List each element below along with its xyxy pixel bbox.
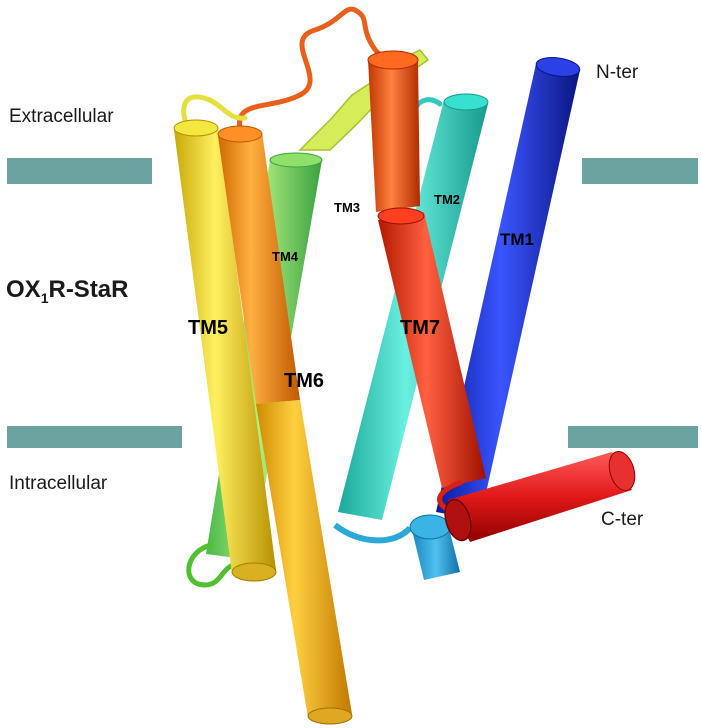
membrane-bar-bottom-right — [568, 426, 698, 448]
h8-helix — [444, 450, 636, 542]
ecl-loop-yellow — [181, 94, 248, 123]
intracellular-label: Intracellular — [9, 473, 108, 494]
tm5-helix — [173, 119, 277, 582]
tm5-label: TM5 — [188, 317, 228, 339]
tm6-label: TM6 — [284, 370, 324, 392]
tm3-label: TM3 — [334, 200, 360, 215]
membrane-bar-bottom-left — [7, 426, 182, 448]
tm1-helix — [436, 57, 581, 520]
tm7-helix — [377, 207, 486, 513]
extracellular-label: Extracellular — [9, 106, 114, 127]
icl-stub — [333, 514, 460, 580]
tm4-label: TM4 — [272, 249, 298, 264]
n-terminus-label: N-ter — [596, 62, 639, 83]
title-suffix: R-StaR — [48, 276, 129, 303]
tm3-helix — [367, 50, 420, 212]
tm7-label: TM7 — [400, 317, 440, 339]
tm6-helix — [217, 125, 353, 725]
ecl-loop-orange — [237, 6, 395, 131]
membrane-bar-top-right — [582, 158, 698, 184]
membrane-bar-top-left — [7, 158, 152, 184]
title-prefix: OX — [6, 276, 41, 303]
tm1-label: TM1 — [500, 230, 534, 249]
construct-title: OX1R-StaR — [6, 276, 129, 306]
tm2-label: TM2 — [434, 192, 460, 207]
ecl-loop-cyan — [412, 97, 443, 113]
c-terminus-label: C-ter — [601, 509, 644, 530]
title-subscript: 1 — [40, 289, 49, 306]
